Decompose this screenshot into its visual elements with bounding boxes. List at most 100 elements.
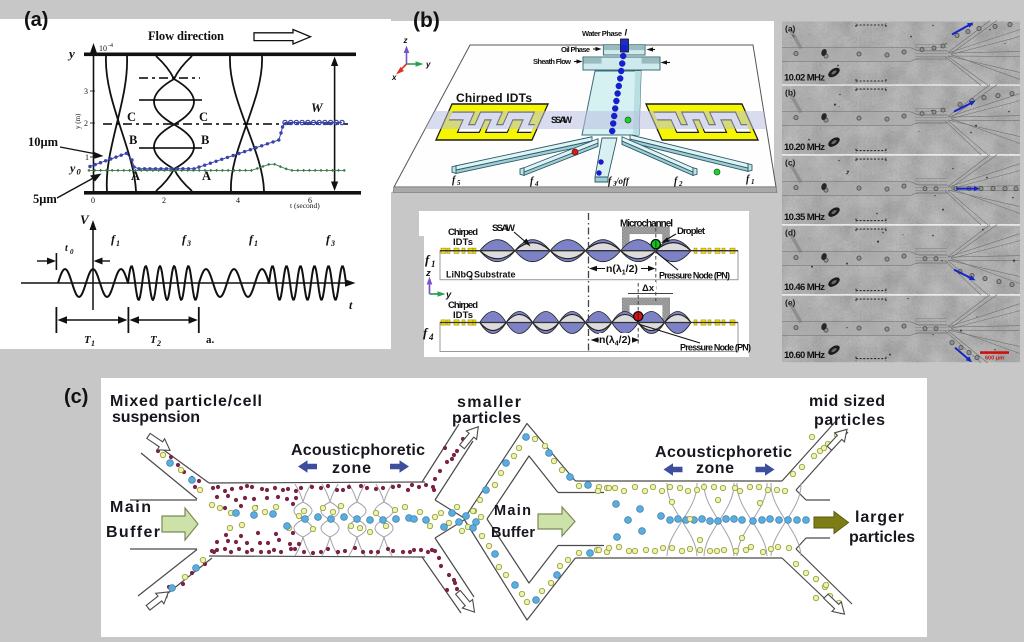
svg-text:10.35 MHz: 10.35 MHz [784, 212, 825, 223]
svg-text:Main: Main [494, 503, 531, 519]
svg-text:suspension: suspension [112, 409, 200, 426]
svg-text:f: f [530, 176, 535, 187]
svg-text:V: V [80, 212, 90, 227]
svg-text:particles: particles [814, 412, 885, 429]
svg-text:3: 3 [469, 275, 473, 282]
svg-text:f: f [423, 325, 429, 340]
svg-text:particles: particles [849, 529, 915, 546]
svg-text:(d): (d) [785, 228, 796, 238]
svg-text:z: z [403, 36, 408, 45]
svg-text:LiNbO: LiNbO [446, 270, 473, 280]
svg-text:f: f [452, 175, 457, 186]
svg-text:IDTs: IDTs [453, 310, 473, 321]
svg-text:Acousticphoretic: Acousticphoretic [291, 442, 425, 459]
svg-text:Acousticphoretic: Acousticphoretic [655, 444, 792, 461]
svg-text:f: f [608, 176, 613, 187]
svg-text:B: B [129, 133, 137, 147]
svg-text:C: C [127, 110, 136, 124]
svg-text:T: T [150, 334, 158, 346]
svg-text:5: 5 [457, 179, 461, 187]
svg-text:y: y [425, 60, 431, 69]
svg-text:-4: -4 [108, 43, 113, 49]
svg-text:larger: larger [855, 509, 904, 526]
svg-text:W: W [311, 100, 324, 115]
svg-text:Pressure Node (PN): Pressure Node (PN) [680, 343, 751, 353]
svg-text:3: 3 [612, 180, 617, 188]
svg-text:0: 0 [77, 167, 82, 177]
svg-text:1: 1 [116, 239, 120, 248]
svg-text:Flow direction: Flow direction [148, 29, 224, 43]
svg-text:(e): (e) [785, 298, 796, 308]
svg-text:6: 6 [308, 196, 312, 205]
svg-text:SSAW: SSAW [492, 223, 515, 234]
svg-text:4: 4 [534, 180, 539, 188]
svg-text:(a): (a) [785, 24, 796, 34]
svg-text:n(λ4/2): n(λ4/2) [599, 334, 631, 348]
svg-text:2: 2 [162, 196, 166, 205]
svg-text:Δx: Δx [642, 283, 655, 294]
svg-text:1: 1 [85, 153, 89, 162]
svg-text:y: y [445, 290, 452, 301]
svg-text:Water Phase: Water Phase [582, 29, 622, 38]
svg-text:f: f [111, 232, 116, 246]
svg-text:A: A [131, 169, 140, 183]
svg-text:f: f [746, 174, 751, 185]
svg-text:10: 10 [99, 44, 107, 53]
svg-text:a.: a. [206, 334, 215, 346]
svg-text:(a): (a) [24, 9, 48, 31]
svg-text:l: l [625, 28, 628, 38]
svg-text:Droplet: Droplet [677, 226, 706, 237]
svg-text:3: 3 [84, 87, 88, 96]
svg-text:10.02 MHz: 10.02 MHz [784, 73, 825, 84]
svg-text:y: y [68, 161, 76, 175]
svg-text:1: 1 [431, 259, 436, 269]
svg-text:f: f [425, 252, 431, 267]
svg-text:t (second): t (second) [290, 201, 320, 210]
svg-text:y: y [67, 46, 75, 61]
svg-text:1: 1 [254, 239, 258, 248]
svg-text:B: B [201, 133, 209, 147]
svg-text:4: 4 [428, 332, 434, 342]
svg-text:smaller: smaller [457, 394, 521, 411]
svg-text:0: 0 [91, 196, 95, 205]
svg-text:Chirped IDTs: Chirped IDTs [456, 91, 532, 105]
svg-text:0: 0 [70, 248, 74, 256]
svg-text:Mixed particle/cell: Mixed particle/cell [110, 393, 262, 410]
svg-text:4: 4 [236, 196, 240, 205]
svg-text:(c): (c) [64, 386, 88, 408]
svg-text:C: C [199, 110, 208, 124]
svg-text:t: t [349, 298, 353, 312]
svg-text:Microchannel: Microchannel [620, 219, 673, 230]
svg-text:y (m): y (m) [74, 113, 82, 129]
svg-text:2: 2 [678, 180, 683, 188]
svg-text:Chirped: Chirped [448, 300, 478, 311]
svg-text:zone: zone [332, 460, 371, 477]
svg-text:Sheath Flow: Sheath Flow [533, 57, 571, 66]
svg-text:Buffer: Buffer [106, 524, 160, 541]
svg-text:1: 1 [751, 178, 755, 186]
svg-text:n(λ1/2): n(λ1/2) [606, 263, 638, 277]
svg-text:z: z [425, 268, 431, 279]
svg-text:Pressure Node (PN): Pressure Node (PN) [659, 271, 730, 281]
svg-text:1: 1 [91, 339, 95, 348]
svg-text:f: f [249, 232, 254, 246]
svg-text:t: t [65, 243, 69, 254]
svg-text:/off: /off [615, 176, 630, 186]
svg-text:x: x [391, 73, 397, 82]
svg-text:2: 2 [84, 119, 88, 128]
svg-text:Buffer: Buffer [491, 525, 535, 541]
svg-text:Chirped: Chirped [448, 227, 478, 238]
svg-text:SSAW: SSAW [551, 115, 573, 125]
svg-text:f: f [674, 176, 679, 187]
svg-text:3: 3 [330, 239, 335, 248]
svg-text:IDTs: IDTs [453, 237, 473, 248]
svg-text:(b): (b) [785, 88, 796, 98]
svg-text:Oil Phase: Oil Phase [561, 45, 590, 54]
svg-text:3: 3 [186, 239, 191, 248]
svg-text:A: A [202, 169, 211, 183]
svg-text:10μm: 10μm [28, 135, 59, 149]
svg-text:particles: particles [452, 410, 521, 427]
svg-text:10.46 MHz: 10.46 MHz [784, 282, 825, 293]
svg-text:2: 2 [156, 339, 161, 348]
svg-text:Main: Main [110, 499, 151, 516]
